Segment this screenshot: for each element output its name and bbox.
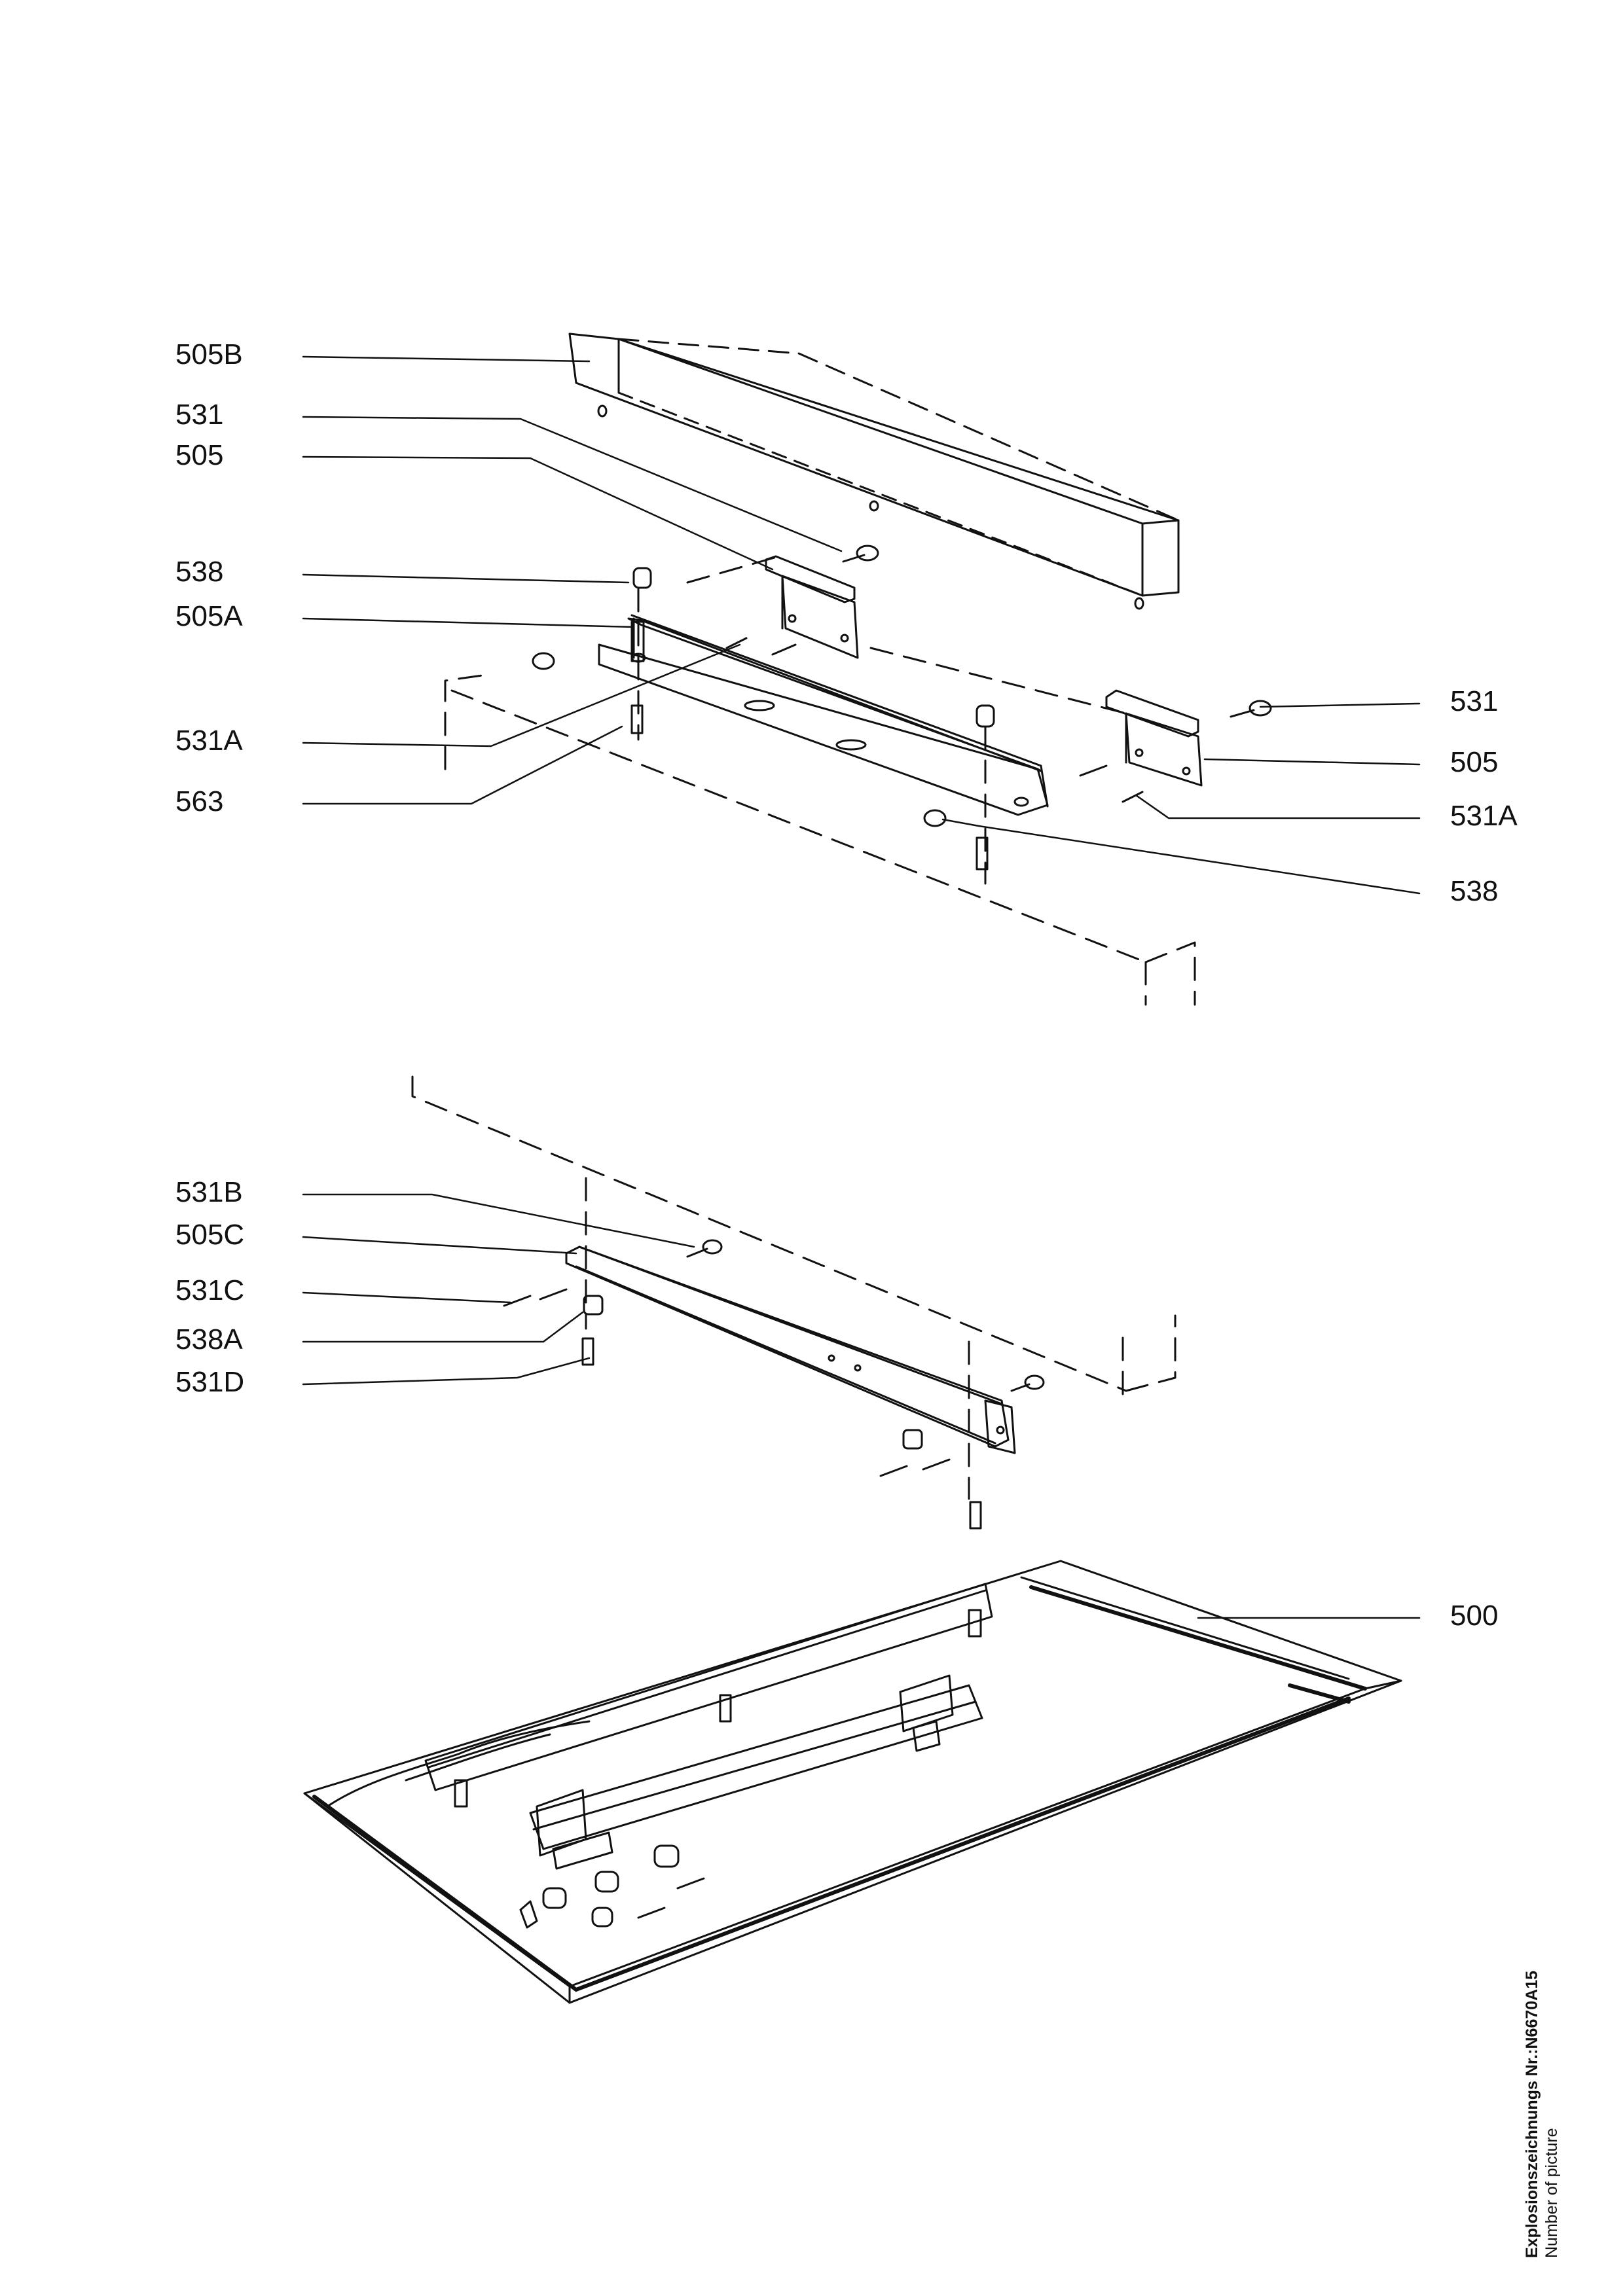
hardware-upper (533, 546, 1271, 869)
screw-531-right (1250, 701, 1271, 715)
callout-531D: 531D (175, 1366, 245, 1398)
callout-505C: 505C (175, 1219, 245, 1251)
callout-505-right: 505 (1450, 746, 1499, 778)
bushing-538A (584, 1296, 602, 1314)
screw-531C (504, 1296, 530, 1306)
part-505A-upper-rail (599, 615, 1048, 815)
callout-505A: 505A (175, 600, 243, 632)
part-505C-lower-rail (566, 1247, 1015, 1453)
callout-531C: 531C (175, 1274, 245, 1306)
screw-lower-mid (977, 838, 987, 869)
leader-505-right (1205, 759, 1419, 764)
leader-538-right (943, 819, 1419, 893)
callout-538-top: 538 (175, 556, 224, 588)
leader-505C (303, 1237, 576, 1253)
part-505-right-bracket (1106, 691, 1201, 785)
leader-531A-right (1136, 795, 1419, 818)
leader-531B (303, 1194, 694, 1247)
cabinet-outline-lower (412, 1077, 1175, 1499)
leader-505A (303, 619, 634, 627)
screw-531-top (857, 546, 878, 560)
callout-538-right: 538 (1450, 875, 1499, 907)
leader-531D (303, 1358, 589, 1384)
callout-505B: 505B (175, 338, 243, 370)
screw-563 (632, 706, 642, 733)
part-500-assembled-panel (304, 1561, 1401, 2003)
leader-563 (303, 726, 622, 804)
callout-563: 563 (175, 785, 224, 817)
callout-505-top: 505 (175, 439, 224, 471)
leader-505B (303, 357, 589, 361)
callout-500: 500 (1450, 1600, 1499, 1632)
leader-531A-left (303, 645, 740, 746)
leader-lines-left (303, 357, 841, 1384)
part-505B-top-cover (570, 334, 1178, 609)
screw-531B (703, 1240, 721, 1253)
leader-505-top (303, 457, 773, 569)
bushing-left-end (533, 653, 554, 669)
callout-538A: 538A (175, 1323, 243, 1355)
leader-531-right (1260, 704, 1419, 707)
bushing-538-right (924, 810, 945, 826)
callout-531-top: 531 (175, 399, 224, 431)
cabinet-outline-upper (445, 556, 1195, 1005)
drawing-number-subtitle: Number of picture (1542, 2128, 1561, 2258)
callout-531A-left: 531A (175, 725, 243, 757)
bushing-538-mid (977, 706, 994, 726)
leader-531-top (303, 417, 841, 551)
callout-531B: 531B (175, 1176, 243, 1208)
callout-531A-right: 531A (1450, 800, 1518, 832)
screw-531D (583, 1338, 593, 1365)
leader-lines-right (943, 704, 1419, 1618)
part-505-left-bracket (766, 556, 858, 658)
leader-538A (303, 1312, 583, 1342)
drawing-number-title: Explosionszeichnungs Nr.:N6670A15 (1523, 1970, 1541, 2258)
leader-531C (303, 1293, 511, 1302)
leader-538-top (303, 575, 629, 583)
bushing-538-top (634, 568, 651, 588)
callout-531-right: 531 (1450, 685, 1499, 717)
hardware-lower (504, 1240, 1044, 1528)
drawing-number-caption: Explosionszeichnungs Nr.:N6670A15 Number… (1522, 1971, 1561, 2258)
